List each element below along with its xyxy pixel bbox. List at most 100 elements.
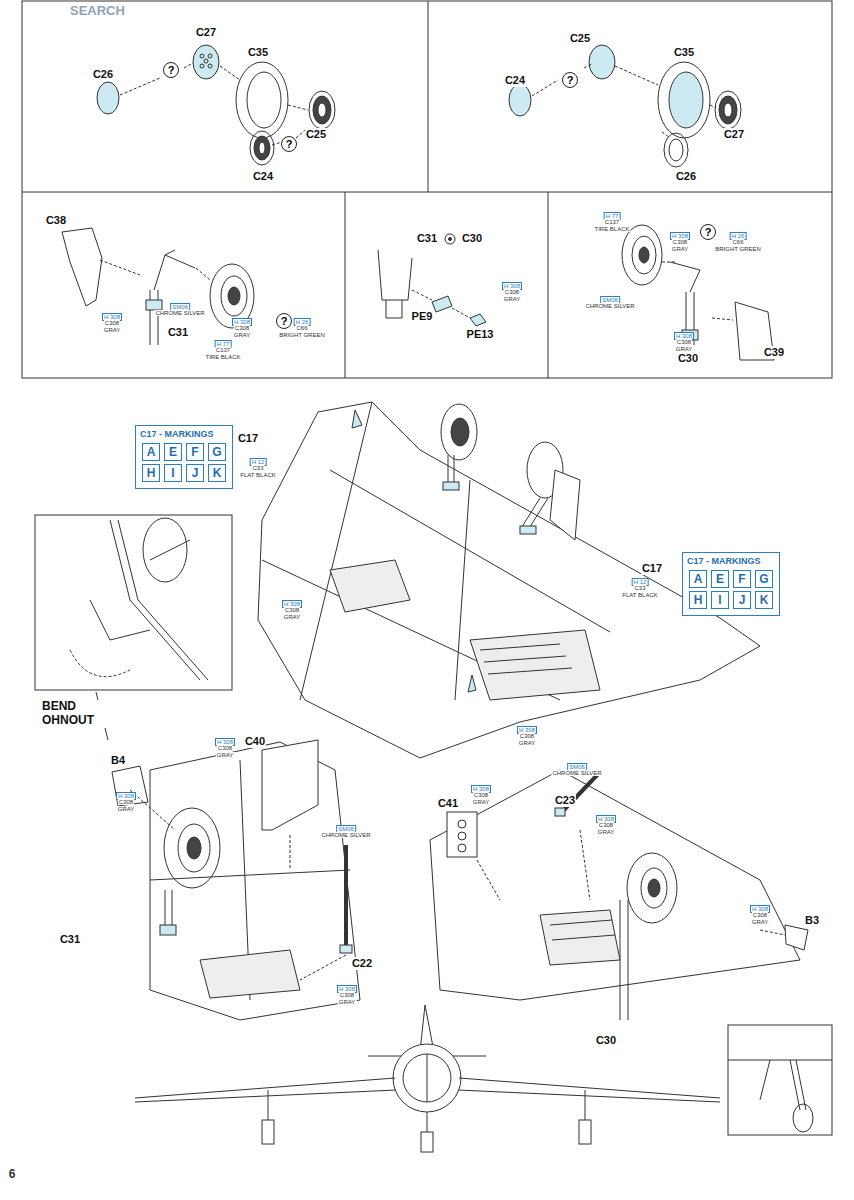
optional-part-symbol: ? bbox=[700, 224, 716, 240]
part-number: C25 bbox=[305, 128, 327, 141]
color-callout: FLAT BLACK bbox=[239, 472, 276, 478]
part-number: C24 bbox=[504, 74, 526, 87]
page-number: 6 bbox=[9, 1168, 16, 1180]
color-callout: TIRE BLACK bbox=[593, 226, 630, 232]
marking-letter: A bbox=[689, 570, 707, 588]
marking-letter-text: A bbox=[694, 572, 703, 586]
marking-letter: I bbox=[164, 464, 182, 482]
marking-letter: F bbox=[186, 443, 204, 461]
part-number: C27 bbox=[723, 128, 745, 141]
color-callout: C308 bbox=[104, 320, 120, 326]
marking-letter-text: I bbox=[718, 593, 721, 607]
color-callout: GRAY bbox=[103, 327, 122, 333]
marking-letter: J bbox=[733, 591, 751, 609]
part-number: C22 bbox=[351, 957, 373, 970]
bend-note: BEND OHNOUT bbox=[42, 700, 112, 728]
marking-letter-text: E bbox=[169, 445, 177, 459]
color-callout: GRAY bbox=[472, 799, 491, 805]
part-number: C31 bbox=[416, 232, 438, 245]
color-callout: C66 bbox=[731, 239, 744, 245]
marking-letter-text: K bbox=[213, 466, 222, 480]
color-callout: C33 bbox=[633, 585, 646, 591]
color-callout: C33 bbox=[251, 465, 264, 471]
marking-letter-text: H bbox=[147, 466, 156, 480]
marking-letter: E bbox=[711, 570, 729, 588]
part-number: C35 bbox=[673, 46, 695, 59]
marking-letter-text: F bbox=[191, 445, 198, 459]
markings-box: C17 - MARKINGS AEFG H IJK bbox=[682, 552, 780, 616]
color-callout: GRAY bbox=[338, 999, 357, 1005]
part-number: C30 bbox=[461, 232, 483, 245]
color-callout: C308 bbox=[217, 745, 233, 751]
color-callout: GRAY bbox=[751, 919, 770, 925]
marking-letter: E bbox=[164, 443, 182, 461]
panel-divider bbox=[22, 1, 832, 378]
color-callout: C308 bbox=[473, 792, 489, 798]
color-callout: GRAY bbox=[117, 806, 136, 812]
color-callout: C308 bbox=[339, 992, 355, 998]
marking-letter-text: I bbox=[171, 466, 174, 480]
part-number: C26 bbox=[92, 68, 114, 81]
color-callout: CHROME SILVER bbox=[320, 832, 371, 838]
color-callout: CHROME SILVER bbox=[154, 310, 205, 316]
color-callout: C308 bbox=[672, 239, 688, 245]
marking-letter: F bbox=[733, 570, 751, 588]
marking-letter: G bbox=[755, 570, 773, 588]
color-callout: GRAY bbox=[233, 332, 252, 338]
marking-letter: A bbox=[142, 443, 160, 461]
part-number: C24 bbox=[252, 170, 274, 183]
part-number: C25 bbox=[569, 32, 591, 45]
color-callout: TIRE BLACK bbox=[204, 354, 241, 360]
markings-heading: C17 - MARKINGS bbox=[683, 553, 779, 566]
color-callout: C308 bbox=[752, 912, 768, 918]
color-callout: BRIGHT GREEN bbox=[714, 246, 762, 252]
marking-letter-text: H bbox=[694, 593, 703, 607]
marking-letter: K bbox=[755, 591, 773, 609]
marking-letter-text: G bbox=[759, 572, 768, 586]
color-callout: GRAY bbox=[503, 296, 522, 302]
color-callout: FLAT BLACK bbox=[621, 592, 658, 598]
marking-letter: H bbox=[689, 591, 707, 609]
color-callout: C66 bbox=[295, 325, 308, 331]
color-callout: C137 bbox=[604, 219, 620, 225]
optional-part-symbol: ? bbox=[276, 313, 292, 329]
part-number: PE13 bbox=[466, 328, 495, 341]
color-callout: C308 bbox=[676, 339, 692, 345]
part-number: C30 bbox=[677, 352, 699, 365]
part-number: C27 bbox=[195, 26, 217, 39]
color-callout: CHROME SILVER bbox=[551, 770, 602, 776]
part-number: C35 bbox=[247, 46, 269, 59]
color-callout: CHROME SILVER bbox=[584, 303, 635, 309]
color-callout: C308 bbox=[284, 607, 300, 613]
color-callout: C308 bbox=[519, 733, 535, 739]
color-callout: C308 bbox=[234, 325, 250, 331]
marking-letter: K bbox=[208, 464, 226, 482]
color-callout: GRAY bbox=[283, 614, 302, 620]
marking-letter: H bbox=[142, 464, 160, 482]
marking-letter-text: A bbox=[147, 445, 156, 459]
part-number: C38 bbox=[45, 214, 67, 227]
marking-letter-text: K bbox=[760, 593, 769, 607]
part-number: C31 bbox=[167, 326, 189, 339]
color-callout: C308 bbox=[598, 822, 614, 828]
markings-heading: C17 - MARKINGS bbox=[136, 426, 232, 439]
part-number: PE9 bbox=[411, 310, 434, 323]
part-number: C41 bbox=[437, 797, 459, 810]
marking-letter-text: G bbox=[212, 445, 221, 459]
color-callout: C308 bbox=[118, 799, 134, 805]
marking-letter: I bbox=[711, 591, 729, 609]
color-callout: GRAY bbox=[518, 740, 537, 746]
marking-letter-text: E bbox=[716, 572, 724, 586]
optional-part-symbol: ? bbox=[281, 136, 297, 152]
color-callout: BRIGHT GREEN bbox=[278, 332, 326, 338]
optional-part-symbol: ? bbox=[163, 62, 179, 78]
marking-letter-text: J bbox=[192, 466, 199, 480]
color-callout: GRAY bbox=[216, 752, 235, 758]
markings-box: C17 - MARKINGS AEFG H I JK bbox=[135, 425, 233, 489]
part-number: C31 bbox=[59, 933, 81, 946]
part-number: C30 bbox=[595, 1034, 617, 1047]
marking-letter: G bbox=[208, 443, 226, 461]
part-number: B4 bbox=[110, 754, 126, 767]
part-number: C17 bbox=[237, 432, 259, 445]
